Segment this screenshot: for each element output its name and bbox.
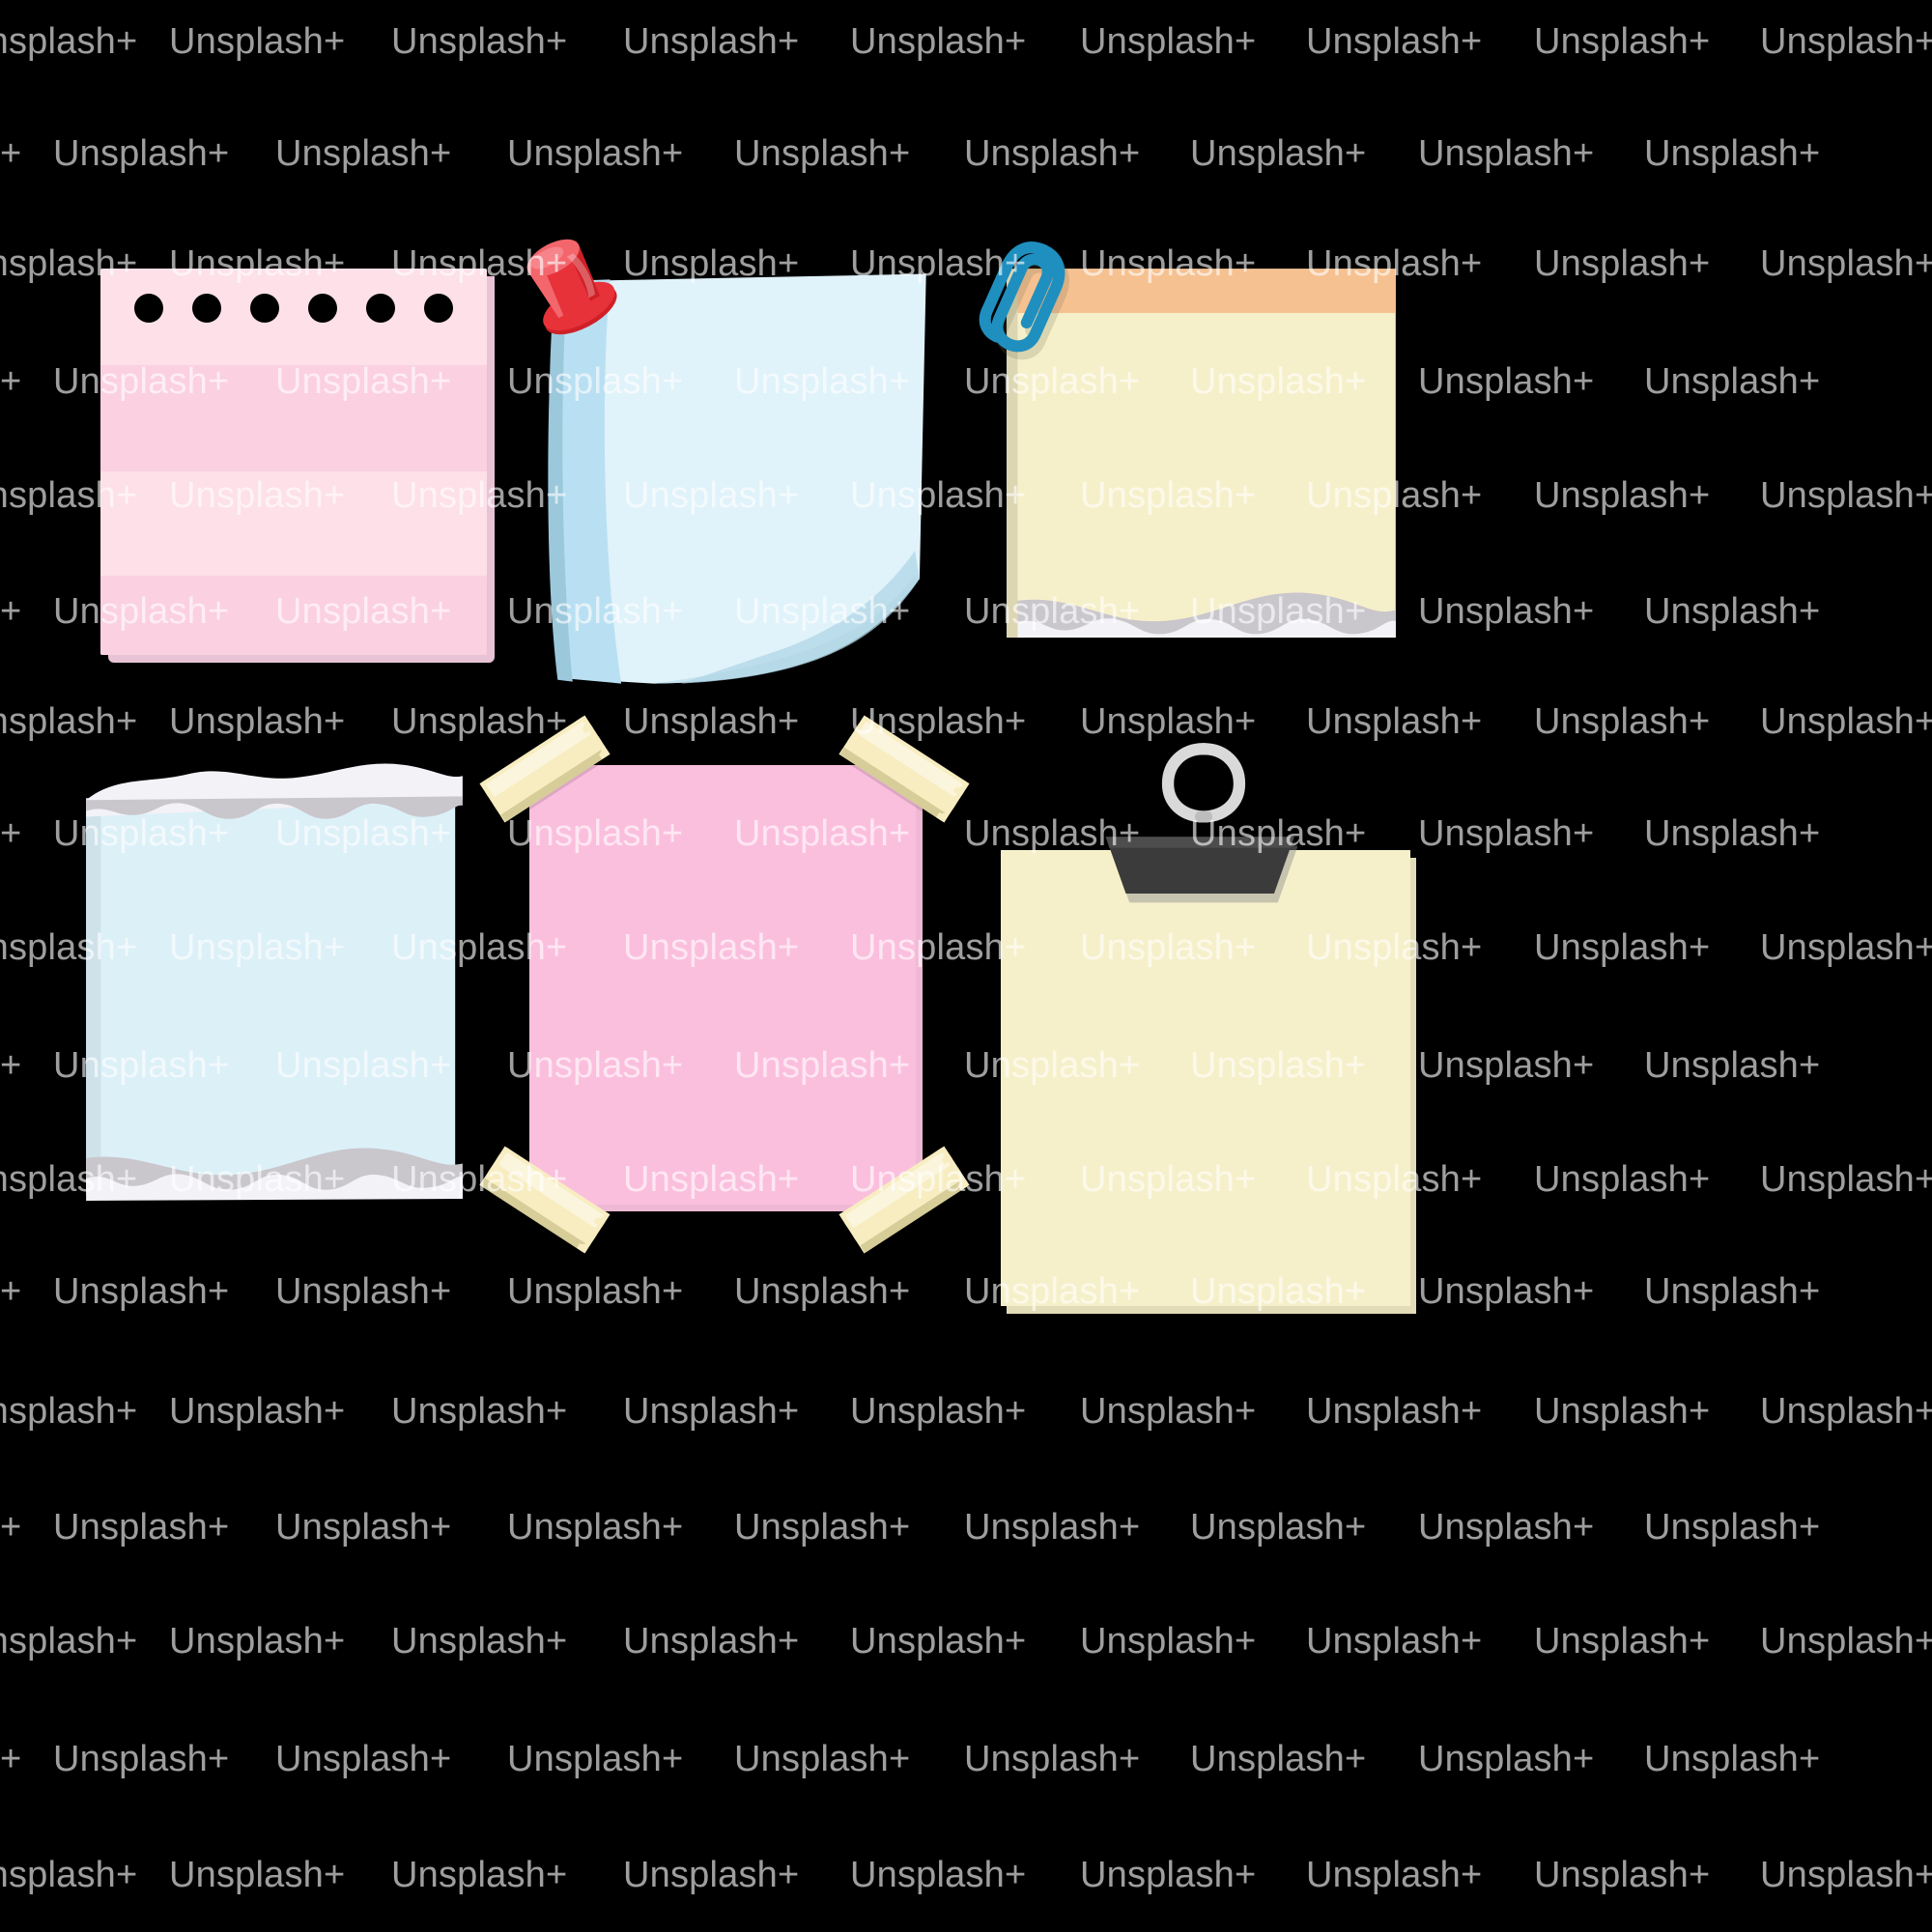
blue-note-sheet <box>555 273 926 684</box>
punch-hole-icon <box>192 294 221 323</box>
red-pushpin-icon <box>526 239 617 335</box>
pink-taped-note-sheet <box>529 765 916 1205</box>
binder-clip-handle-left <box>1161 743 1210 823</box>
blue-paperclip-icon <box>979 242 1069 360</box>
black-binder-clip-icon <box>1105 743 1298 903</box>
blue-torn-bottom-white <box>86 1174 463 1201</box>
cream-note-with-binder-clip <box>1001 850 1416 1314</box>
tape-shadow-edge <box>860 1178 969 1253</box>
blue-torn-paper-note <box>86 763 463 1201</box>
blue-note-left-edge-shadow <box>548 287 573 682</box>
cream-clipboard-sheet <box>1001 850 1410 1306</box>
cream-note-with-paperclip <box>1007 269 1396 639</box>
cream-note-orange-header <box>1017 269 1396 314</box>
cream-note-torn-white <box>1017 618 1396 639</box>
cream-note-sheet <box>1017 269 1396 639</box>
blue-torn-left-edge <box>86 798 101 1190</box>
blue-note-curl-highlight <box>681 551 920 684</box>
punch-hole-icon <box>134 294 163 323</box>
punch-hole-icon <box>250 294 279 323</box>
blue-note-left-fold <box>550 279 622 684</box>
punch-hole-icon <box>424 294 453 323</box>
blue-torn-sheet <box>86 786 456 1190</box>
pink-notepad-band-middle <box>100 365 487 471</box>
pink-notepad-band-lower <box>100 576 487 655</box>
punch-hole-icon <box>308 294 337 323</box>
blue-torn-top-gray <box>86 796 463 819</box>
pink-notepad-sheet <box>100 269 487 655</box>
pink-note-with-tape-corners <box>529 765 925 1219</box>
binder-clip-body-highlight <box>1105 837 1294 848</box>
binder-clip-handle-right <box>1197 743 1246 823</box>
blue-note-with-pushpin <box>548 273 926 684</box>
punch-hole-icon <box>366 294 395 323</box>
pink-notepad-punch-holes <box>100 294 487 323</box>
binder-clip-body <box>1105 837 1294 894</box>
tape-shadow-edge <box>480 1178 589 1253</box>
pink-notepad-with-punch-holes <box>100 269 495 663</box>
